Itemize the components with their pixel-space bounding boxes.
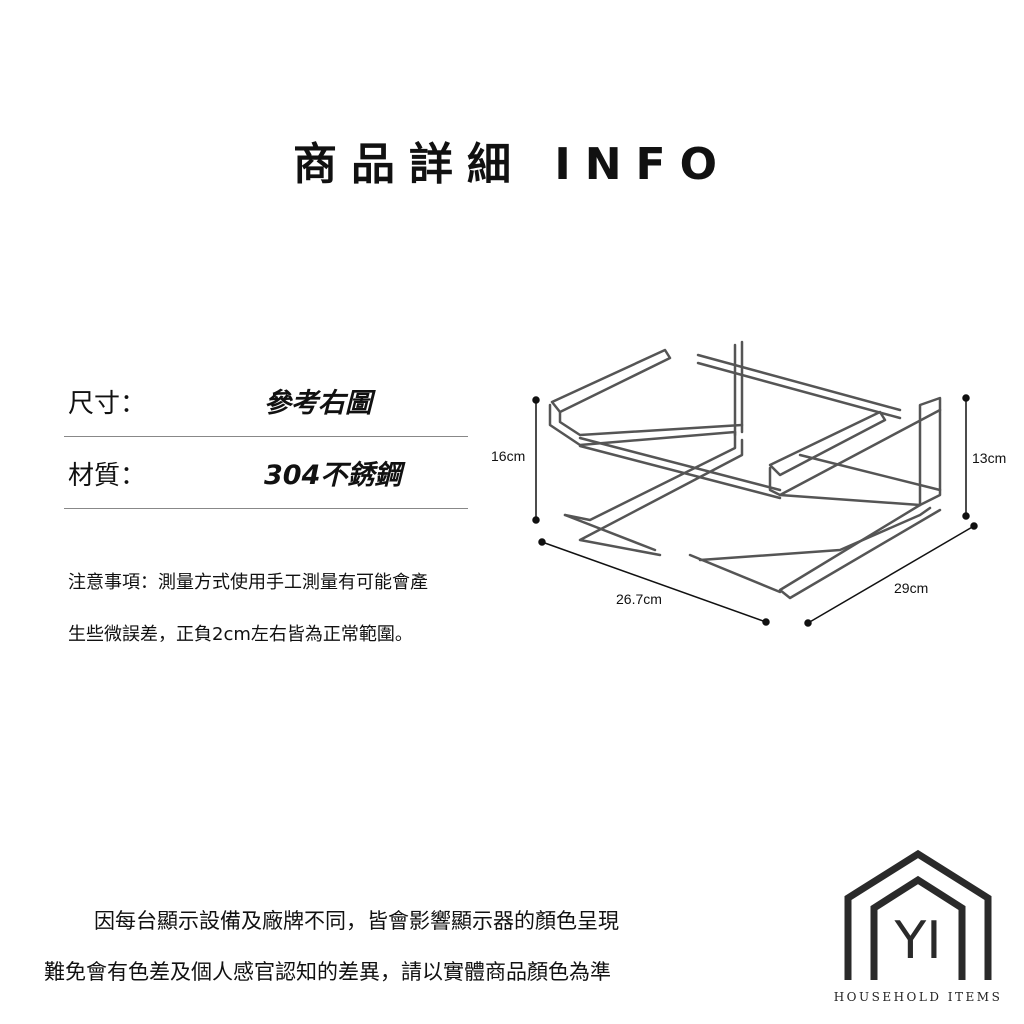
spec-row-material: 材質： 304不銹鋼: [64, 437, 468, 509]
rack-wire: [778, 503, 942, 600]
dimension-endpoint: [762, 618, 770, 626]
rack-wire: [778, 408, 942, 497]
rack-wire: [563, 513, 657, 552]
rack-wire: [558, 410, 744, 437]
rack-wire: [688, 553, 782, 594]
material-value: 304不銹鋼: [264, 460, 402, 491]
dimension-endpoint: [970, 522, 978, 530]
note-line-1: 注意事項：測量方式使用手工測量有可能會產: [68, 572, 428, 593]
rack-wire: [768, 466, 922, 507]
rack-wire: [696, 353, 902, 412]
product-dimension-drawing: 16cm 13cm 26.7cm 29cm: [480, 330, 1024, 630]
disclaimer-line-1: 因每台顯示設備及廠牌不同，皆會影響顯示器的顏色呈現: [94, 909, 619, 933]
dimension-label-width: 29cm: [894, 580, 928, 596]
rack-illustration: 16cm 13cm 26.7cm 29cm: [491, 340, 1006, 627]
dimension-endpoint: [538, 538, 546, 546]
rack-wire: [798, 453, 942, 492]
spec-row-size: 尺寸： 參考右圖: [64, 365, 468, 437]
note-line-2: 生些微誤差，正負2cm左右皆為正常範圍。: [68, 624, 413, 645]
dimension-label-height-left: 16cm: [491, 448, 525, 464]
rack-wire: [918, 396, 942, 507]
brand-logo: YI HOUSEHOLD ITEMS: [820, 848, 1016, 1018]
dimension-endpoint: [962, 512, 970, 520]
rack-wire: [768, 410, 887, 477]
rack-wire: [696, 361, 902, 420]
dimension-label-depth: 26.7cm: [616, 591, 662, 607]
rack-wire: [578, 436, 782, 492]
dimension-label-height-right: 13cm: [972, 450, 1006, 466]
material-label: 材質：: [68, 461, 147, 491]
disclaimer-line-2: 難免會有色差及個人感官認知的差異，請以實體商品顏色為準: [44, 960, 611, 984]
size-value: 參考右圖: [264, 388, 372, 419]
divider: [64, 436, 468, 437]
dimension-endpoint: [962, 394, 970, 402]
page-title: 商品詳細 INFO: [293, 139, 731, 190]
house-icon: YI: [844, 849, 992, 980]
rack-wire: [578, 438, 744, 557]
rack-wire: [698, 506, 932, 562]
size-label: 尺寸：: [68, 389, 147, 419]
rack-wire: [733, 340, 744, 437]
dimension-endpoint: [532, 396, 540, 404]
divider: [64, 508, 468, 509]
rack-wire: [548, 403, 737, 447]
brand-mark: YI: [893, 911, 941, 971]
rack-wire: [563, 430, 737, 522]
dimension-line-width: [807, 525, 975, 624]
rack-wire: [578, 444, 782, 500]
dimension-line-depth: [541, 541, 767, 623]
rack-wire: [550, 348, 672, 414]
brand-name: HOUSEHOLD ITEMS: [833, 990, 1003, 1004]
dimension-endpoint: [804, 619, 812, 627]
dimension-endpoint: [532, 516, 540, 524]
